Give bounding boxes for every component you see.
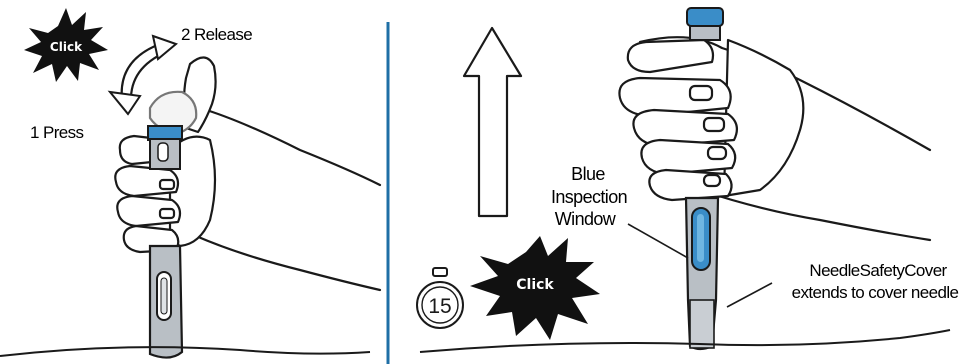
right-panel: 15 Click [417, 8, 958, 352]
click-text-right: Click [516, 277, 554, 293]
needle-safety-cover [690, 300, 714, 348]
skin-line-right [420, 330, 950, 352]
step1-label: 1 Press [30, 123, 84, 142]
timer-icon: 15 [417, 268, 463, 328]
cover-label-line1: NeedleSafetyCover [809, 261, 947, 280]
pen-blue-cap [687, 8, 723, 26]
up-arrow-icon [464, 28, 521, 216]
click-burst-left: Click [24, 8, 108, 82]
cover-leader [727, 283, 772, 307]
click-burst-right: Click [470, 236, 600, 340]
inspection-leader [628, 224, 688, 258]
safety-cover-label: NeedleSafetyCover extends to cover needl… [792, 261, 959, 302]
inspection-label-line3: Window [555, 209, 617, 229]
hand-right [619, 37, 930, 240]
timer-number: 15 [428, 295, 451, 318]
inspection-label-line2: Inspection [551, 187, 627, 207]
inspection-window-label: Blue Inspection Window [551, 164, 627, 229]
step2-label: 2 Release [181, 25, 252, 44]
pen-blue-button [148, 126, 182, 140]
cover-label-line2: extends to cover needle [792, 283, 959, 302]
click-text-left: Click [50, 40, 83, 54]
left-panel: Click [0, 8, 380, 358]
skin-line-left [0, 347, 370, 356]
inspection-label-line1: Blue [571, 164, 605, 184]
